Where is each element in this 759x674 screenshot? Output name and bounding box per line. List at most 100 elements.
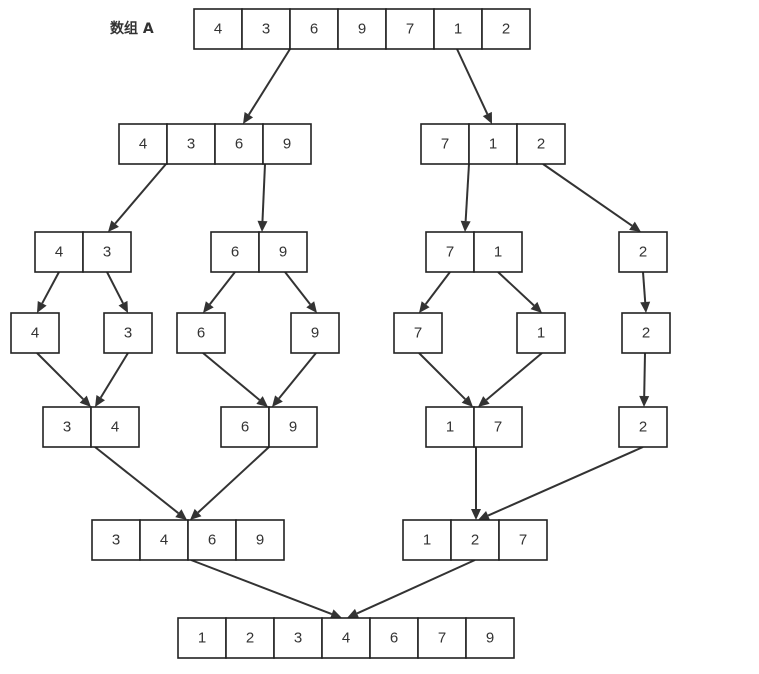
- array-cell-value: 7: [414, 325, 422, 342]
- array-cell: [214, 123, 264, 165]
- array-cell-value: 4: [160, 532, 168, 549]
- arrow-head: [329, 609, 342, 619]
- array-l1: 4 3 6 9: [118, 123, 312, 165]
- arrow-r2a-to-s1: [497, 271, 535, 307]
- array-cell: [290, 312, 340, 354]
- arrow-head: [257, 220, 268, 232]
- arrow-head: [37, 300, 47, 313]
- array-cell-value: 7: [438, 630, 446, 647]
- array-m2: 2: [618, 406, 668, 448]
- array-r2b: 2: [618, 231, 668, 273]
- array-cell-value: 3: [103, 244, 111, 261]
- array-cell-value: 7: [441, 136, 449, 153]
- array-cell-value: 3: [187, 136, 195, 153]
- array-cell-value: 4: [139, 136, 147, 153]
- arrow-head: [639, 395, 650, 407]
- array-cell-value: 1: [454, 21, 462, 38]
- array-cell-value: 3: [63, 419, 71, 436]
- array-cell-value: 7: [494, 419, 502, 436]
- arrow-l2a-to-s3: [106, 271, 124, 304]
- arrow-head: [108, 220, 119, 232]
- array-cell-value: 1: [494, 244, 502, 261]
- array-cell-value: 9: [283, 136, 291, 153]
- array-cell-value: 4: [342, 630, 350, 647]
- arrow-a0-to-r1: [456, 48, 489, 115]
- array-cell: [103, 312, 153, 354]
- arrow-m2-to-m127: [487, 446, 644, 517]
- arrow-head: [460, 220, 471, 232]
- array-cell: [468, 123, 518, 165]
- array-cell-value: 6: [235, 136, 243, 153]
- arrow-r2b-to-s2: [642, 271, 647, 303]
- arrow-s7-to-m17: [418, 352, 466, 400]
- arrow-head: [419, 301, 430, 313]
- array-a-label: 数组 A: [110, 21, 154, 37]
- array-cell: [82, 231, 132, 273]
- array-cell: [498, 519, 548, 561]
- array-cell-value: 2: [246, 630, 254, 647]
- arrow-head: [478, 510, 491, 521]
- array-cell-value: 9: [289, 419, 297, 436]
- array-s6: 6: [176, 312, 226, 354]
- array-cell: [177, 617, 227, 659]
- arrow-head: [190, 508, 202, 520]
- arrow-head: [272, 395, 283, 407]
- array-cell-value: 3: [262, 21, 270, 38]
- array-cell-value: 3: [124, 325, 132, 342]
- array-cell: [262, 123, 312, 165]
- arrow-s2-to-m2: [643, 352, 646, 397]
- array-cell: [425, 231, 475, 273]
- array-cell-value: 1: [423, 532, 431, 549]
- arrow-head: [629, 221, 641, 232]
- array-cell: [34, 231, 84, 273]
- array-cell-value: 3: [294, 630, 302, 647]
- arrow-head: [461, 395, 473, 407]
- array-cell-value: 6: [197, 325, 205, 342]
- arrow-s3-to-m34: [99, 352, 129, 399]
- array-cell-value: 6: [208, 532, 216, 549]
- array-cell-value: 7: [519, 532, 527, 549]
- array-cell: [187, 519, 237, 561]
- array-cell-value: 9: [279, 244, 287, 261]
- array-cell: [220, 406, 270, 448]
- array-cell-value: 2: [537, 136, 545, 153]
- arrow-l2b-to-s6: [208, 271, 236, 305]
- array-cell: [369, 617, 419, 659]
- arrow-head: [256, 396, 268, 407]
- array-cell: [241, 8, 291, 50]
- array-cell: [10, 312, 60, 354]
- array-cell-value: 1: [537, 325, 545, 342]
- arrow-l2a-to-s4: [41, 271, 60, 304]
- arrow-l1-to-l2b: [261, 163, 266, 222]
- array-cell-value: 4: [111, 419, 119, 436]
- arrow-head: [203, 301, 214, 313]
- arrow-s9-to-m69: [278, 352, 317, 400]
- arrow-s1-to-m17: [485, 352, 543, 401]
- array-cell-value: 4: [55, 244, 63, 261]
- arrow-head: [306, 301, 317, 313]
- array-cell: [225, 617, 275, 659]
- arrow-m3469-to-final: [190, 559, 333, 615]
- arrow-head: [118, 300, 128, 313]
- array-cell: [337, 8, 387, 50]
- array-cell: [473, 231, 523, 273]
- array-cell: [516, 123, 566, 165]
- array-cell-value: 2: [639, 244, 647, 261]
- array-cell-value: 9: [486, 630, 494, 647]
- arrow-l2b-to-s9: [284, 271, 312, 305]
- array-cell: [90, 406, 140, 448]
- array-cell: [235, 519, 285, 561]
- array-s1: 1: [516, 312, 566, 354]
- arrow-r1-to-r2a: [464, 163, 470, 222]
- arrow-m127-to-final: [356, 559, 476, 615]
- arrow-head: [482, 111, 492, 124]
- arrow-head: [175, 509, 187, 520]
- array-cell-value: 4: [31, 325, 39, 342]
